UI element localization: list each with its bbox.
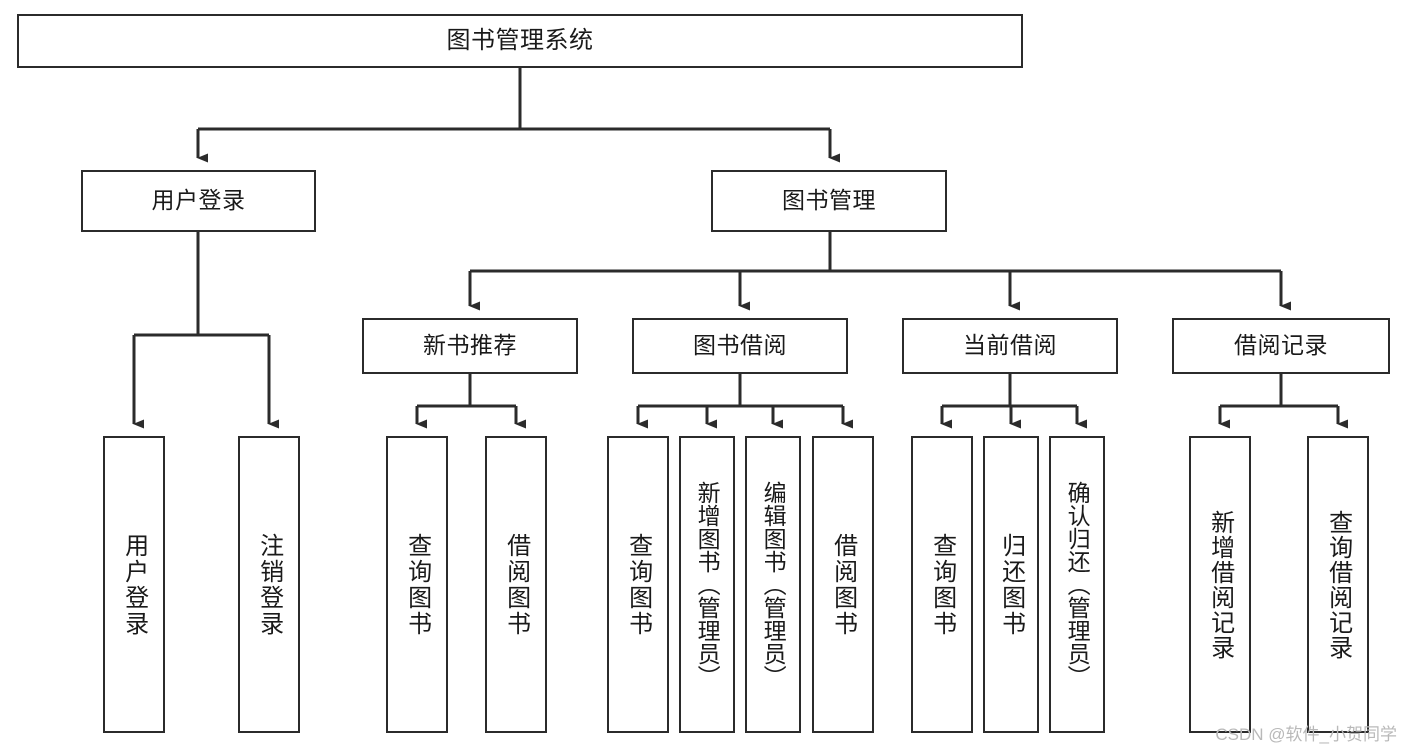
node-borrow-record[interactable]: 借阅记录 — [1172, 318, 1390, 374]
node-book-borrow[interactable]: 图书借阅 — [632, 318, 848, 374]
node-leaf-confirm-return-label: 确认归还（管理员） — [1064, 481, 1091, 688]
node-leaf-edit-book[interactable]: 编辑图书（管理员） — [745, 436, 801, 733]
node-leaf-add-borrow-record[interactable]: 新增借阅记录 — [1189, 436, 1251, 733]
node-leaf-query-book-1[interactable]: 查询图书 — [386, 436, 448, 733]
node-leaf-edit-book-label: 编辑图书（管理员） — [760, 481, 787, 688]
node-leaf-query-book-3-label: 查询图书 — [928, 532, 956, 637]
node-root-label: 图书管理系统 — [446, 26, 594, 54]
node-leaf-query-borrow-record[interactable]: 查询借阅记录 — [1307, 436, 1369, 733]
csdn-watermark: CSDN @软件_小贺同学 — [1215, 725, 1397, 744]
node-leaf-confirm-return[interactable]: 确认归还（管理员） — [1049, 436, 1105, 733]
node-book-manage[interactable]: 图书管理 — [711, 170, 947, 232]
node-current-borrow-label: 当前借阅 — [963, 332, 1057, 359]
node-leaf-query-book-2-label: 查询图书 — [624, 532, 652, 637]
node-leaf-query-book-2[interactable]: 查询图书 — [607, 436, 669, 733]
node-book-manage-label: 图书管理 — [782, 187, 876, 214]
node-leaf-query-book-1-label: 查询图书 — [403, 532, 431, 637]
node-leaf-query-borrow-record-label: 查询借阅记录 — [1324, 509, 1352, 660]
node-book-borrow-label: 图书借阅 — [693, 332, 787, 359]
node-leaf-user-login[interactable]: 用户登录 — [103, 436, 165, 733]
node-leaf-borrow-book-2-label: 借阅图书 — [829, 532, 857, 637]
node-leaf-add-book[interactable]: 新增图书（管理员） — [679, 436, 735, 733]
node-leaf-return-book[interactable]: 归还图书 — [983, 436, 1039, 733]
node-leaf-logout[interactable]: 注销登录 — [238, 436, 300, 733]
node-user-login[interactable]: 用户登录 — [81, 170, 316, 232]
node-leaf-borrow-book-1[interactable]: 借阅图书 — [485, 436, 547, 733]
node-new-book-recommend-label: 新书推荐 — [423, 332, 517, 359]
node-leaf-add-borrow-record-label: 新增借阅记录 — [1206, 509, 1234, 660]
node-leaf-logout-label: 注销登录 — [255, 532, 283, 637]
node-current-borrow[interactable]: 当前借阅 — [902, 318, 1118, 374]
node-new-book-recommend[interactable]: 新书推荐 — [362, 318, 578, 374]
node-leaf-borrow-book-1-label: 借阅图书 — [502, 532, 530, 637]
node-borrow-record-label: 借阅记录 — [1234, 332, 1328, 359]
node-user-login-label: 用户登录 — [151, 187, 246, 214]
node-leaf-borrow-book-2[interactable]: 借阅图书 — [812, 436, 874, 733]
node-leaf-add-book-label: 新增图书（管理员） — [694, 481, 721, 688]
node-leaf-user-login-label: 用户登录 — [120, 532, 148, 637]
node-root[interactable]: 图书管理系统 — [17, 14, 1023, 68]
node-leaf-return-book-label: 归还图书 — [997, 532, 1025, 637]
node-leaf-query-book-3[interactable]: 查询图书 — [911, 436, 973, 733]
